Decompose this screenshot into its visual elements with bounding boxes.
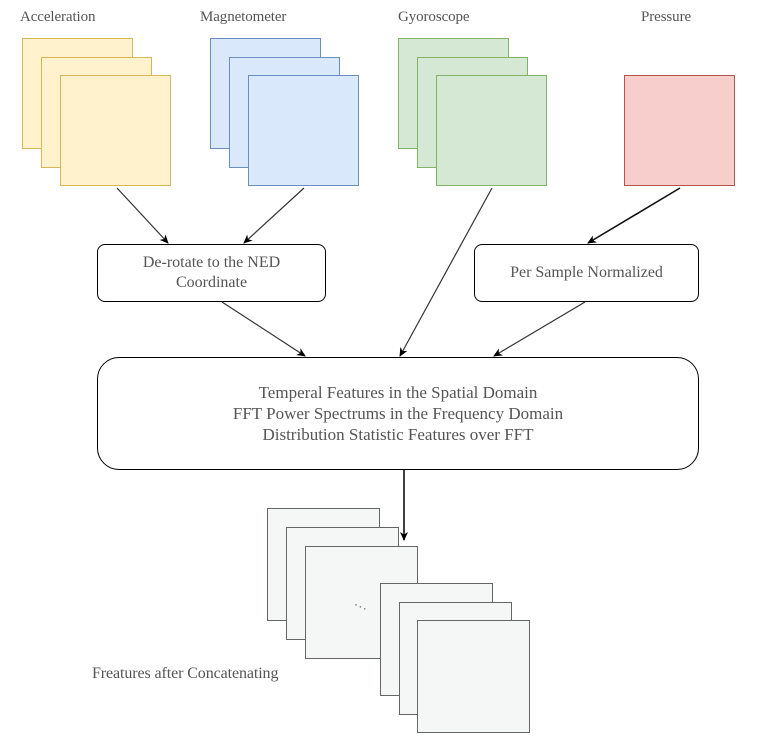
derotate-text-line1: De-rotate to the NED: [142, 254, 281, 271]
edge-magnetometer-derotate: [243, 187, 305, 244]
acceleration-sheet: [60, 75, 171, 186]
gyroscope-sheet: [436, 75, 547, 186]
feature-extraction-box: Temperal Features in the Spatial Domain …: [97, 357, 699, 470]
magnetometer-label: Magnetometer: [200, 9, 287, 25]
magnetometer-sheet: [248, 75, 359, 186]
edge-pressure-normalize: [587, 187, 681, 244]
output-label: Freatures after Concatenating: [92, 665, 279, 682]
feature-line-temporal: Temperal Features in the Spatial Domain: [258, 383, 538, 402]
pressure-sheet: [624, 75, 735, 186]
edge-normalize-features: [493, 301, 586, 357]
feature-sheet: [417, 620, 530, 733]
derotate-box: De-rotate to the NED Coordinate: [97, 244, 326, 302]
normalize-text: Per Sample Normalized: [510, 264, 663, 281]
edge-acceleration-derotate: [116, 187, 169, 244]
acceleration-label: Acceleration: [20, 9, 96, 25]
gyroscope-label: Gyoroscope: [398, 9, 470, 25]
pressure-label: Pressure: [641, 9, 692, 25]
feature-line-distribution: Distribution Statistic Features over FFT: [262, 425, 534, 444]
normalize-box: Per Sample Normalized: [474, 244, 699, 302]
derotate-text-line2: Coordinate: [175, 274, 248, 291]
edge-derotate-features: [221, 301, 306, 357]
feature-line-fft: FFT Power Spectrums in the Frequency Dom…: [232, 404, 564, 423]
